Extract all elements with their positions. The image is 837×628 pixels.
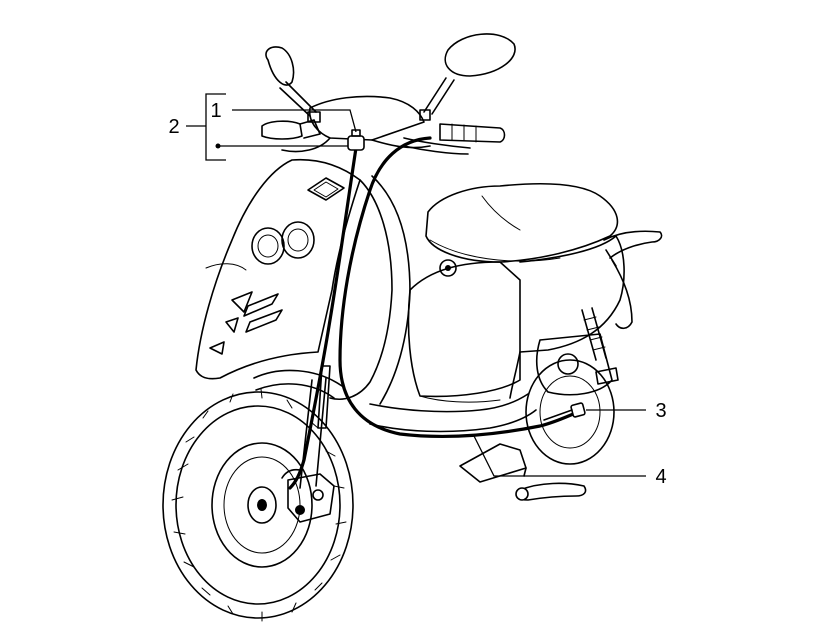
callout-1: 1 — [210, 100, 221, 122]
brake-cables — [288, 136, 580, 490]
callout-2: 2 — [168, 116, 179, 138]
front-fork — [299, 365, 331, 489]
callout-leaders — [186, 93, 646, 477]
front-body — [195, 158, 411, 405]
rear-body — [369, 182, 663, 433]
rear-wheel-engine — [459, 307, 619, 501]
junction-connector — [347, 129, 365, 151]
callout-4: 4 — [655, 466, 666, 488]
rear-cable-end — [543, 402, 586, 421]
handlebar — [261, 33, 516, 155]
front-wheel — [162, 388, 354, 622]
callout-3: 3 — [655, 400, 666, 422]
